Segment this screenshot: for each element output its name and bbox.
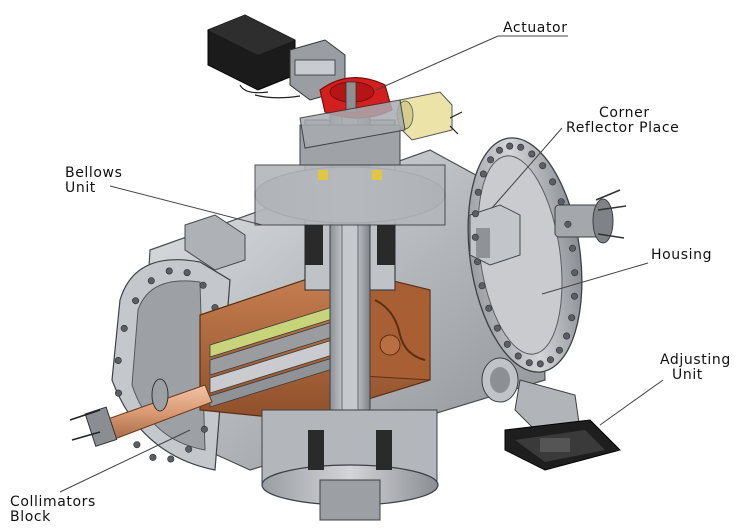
bolt-hole	[165, 267, 173, 275]
bolt-hole	[185, 445, 193, 453]
bolt-hole	[199, 281, 207, 289]
bolt-hole	[503, 340, 511, 348]
label-bellows-line1: Bellows	[65, 165, 123, 181]
label-collimators-line1: Collimators	[10, 494, 96, 510]
bolt-hole	[517, 143, 525, 151]
bolt-hole	[471, 210, 479, 218]
bolt-hole	[200, 425, 208, 433]
label-corner-line1: Corner	[599, 105, 650, 121]
bolt-hole	[115, 389, 123, 397]
label-housing: Housing	[651, 247, 713, 263]
bolt-hole	[528, 150, 536, 158]
bolt-hole	[487, 156, 495, 164]
bolt-hole	[147, 277, 155, 285]
label-bellows-line2: Unit	[65, 180, 96, 196]
vertical-shaft	[254, 99, 446, 521]
label-corner-line2: Reflector Place	[566, 120, 680, 136]
bolt-hole	[133, 441, 141, 449]
bolt-hole	[525, 359, 533, 367]
bolt-hole	[183, 269, 191, 277]
bolt-hole	[114, 356, 122, 364]
bolt-hole	[568, 314, 576, 322]
bolt-hole	[570, 292, 578, 300]
bolt-hole	[536, 360, 544, 368]
bolt-hole	[564, 220, 572, 228]
label-adjusting-line1: Adjusting	[660, 352, 731, 368]
label-collimators-line2: Block	[10, 509, 51, 525]
bolt-hole	[495, 146, 503, 154]
bolt-hole	[549, 178, 557, 186]
bolt-hole	[132, 297, 140, 305]
bolt-hole	[568, 244, 576, 252]
bolt-hole	[474, 188, 482, 196]
bolt-hole	[493, 324, 501, 332]
bolt-hole	[473, 258, 481, 266]
bolt-hole	[563, 332, 571, 340]
bolt-hole	[506, 142, 514, 150]
label-adjusting-line2: Unit	[672, 367, 703, 383]
adjusting-unit	[504, 379, 621, 471]
bolt-hole	[167, 455, 175, 463]
bolt-hole	[485, 304, 493, 312]
collimator-pipe	[69, 378, 213, 447]
bolt-hole	[478, 282, 486, 290]
bolt-hole	[539, 162, 547, 170]
bolt-hole	[514, 352, 522, 360]
bolt-hole	[546, 356, 554, 364]
actuator-assembly	[207, 14, 463, 149]
label-actuator: Actuator	[503, 20, 568, 36]
bolt-hole	[555, 346, 563, 354]
bolt-hole	[571, 269, 579, 277]
leader-lines	[59, 35, 664, 493]
bolt-hole	[471, 233, 479, 241]
bolt-hole	[120, 324, 128, 332]
flange-bolts	[471, 142, 579, 368]
bolt-hole	[557, 198, 565, 206]
bolt-hole	[149, 453, 157, 461]
bolt-hole	[479, 170, 487, 178]
